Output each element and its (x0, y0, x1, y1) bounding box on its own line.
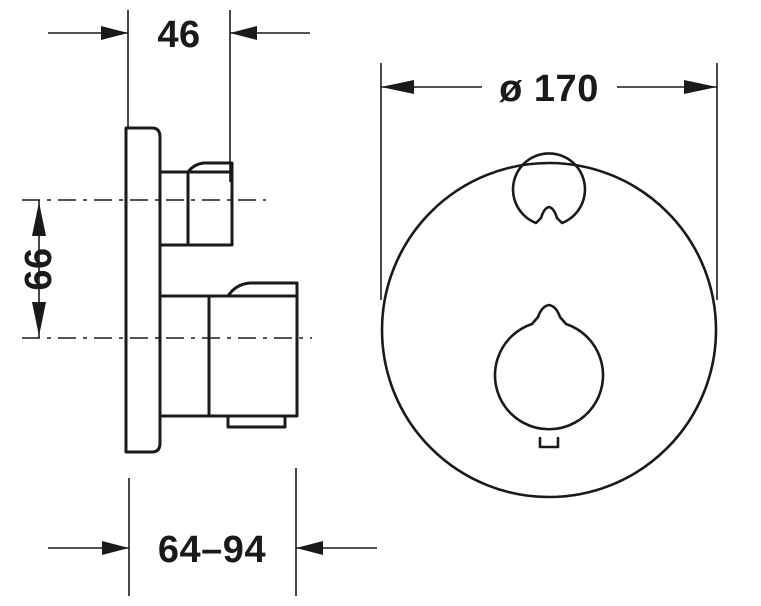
dimension-depth-46-arrow-right (230, 26, 257, 40)
dimension-depth-46-value: 46 (157, 14, 200, 56)
dimension-install-depth-64-94: 64–94 (48, 468, 377, 596)
dimension-handle-spacing-66-arrow-top (32, 202, 46, 236)
side-section-view (22, 126, 312, 454)
dimension-diameter-arrow-right (684, 80, 717, 94)
faceplate-circle (380, 161, 718, 499)
dimension-diameter-value: ø 170 (499, 68, 599, 110)
lower-handle-inner-section (160, 294, 211, 418)
front-view (380, 152, 718, 499)
lower-handle-outer-section (209, 281, 299, 418)
lower-control-knob (493, 303, 605, 431)
dimension-faceplate-diameter-170: ø 170 (380, 63, 718, 300)
dimension-install-depth-arrow-right (296, 541, 323, 555)
dimension-depth-46-arrow-left (101, 26, 128, 40)
dimension-depth-46: 46 (48, 10, 310, 182)
upper-handle-body-outline (160, 161, 234, 247)
dimension-diameter-arrow-left (381, 80, 414, 94)
dimension-handle-spacing-66: 66 (18, 200, 60, 338)
dimension-handle-spacing-66-arrow-bottom (32, 302, 46, 336)
lower-control-knob-bottom-tab (538, 436, 560, 449)
lower-handle-bottom-tab (226, 416, 287, 429)
dimension-install-depth-arrow-left (102, 541, 129, 555)
upper-control-knob (511, 152, 587, 225)
wall-flange-plate (124, 126, 162, 454)
dimension-install-depth-value: 64–94 (158, 529, 266, 571)
dimension-handle-spacing-66-value: 66 (18, 247, 60, 290)
